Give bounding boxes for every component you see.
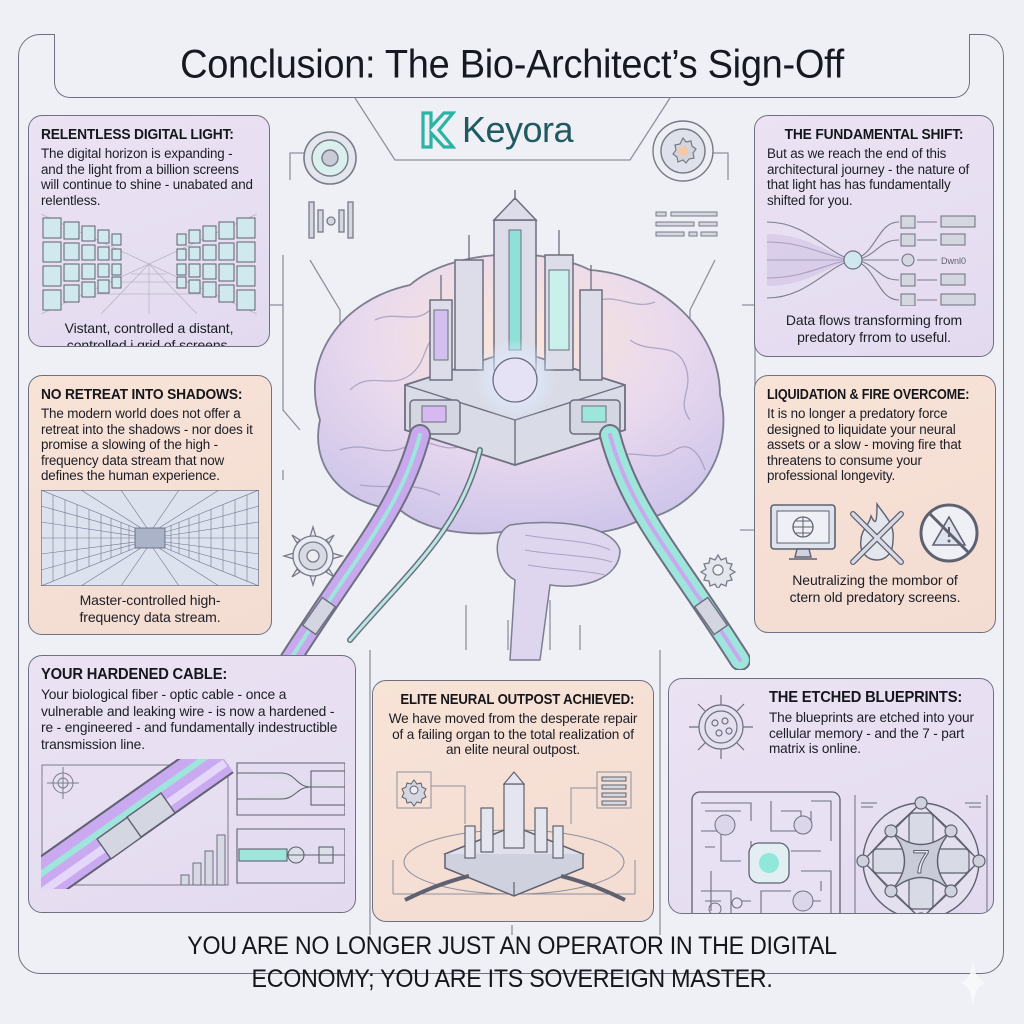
closing-statement-line: YOU ARE NO LONGER JUST AN OPERATOR IN TH… (187, 932, 837, 960)
grid-tunnel-illustration (41, 489, 259, 586)
brand-name: Keyora (462, 109, 574, 150)
brand-logo: Keyora (420, 105, 574, 155)
panel-etched-blueprints: THE ETCHED BLUEPRINTS: The blueprints ar… (668, 678, 994, 914)
panel-caption: Master-controlled high- frequency data s… (41, 592, 259, 626)
spiked-gear-icon (282, 525, 344, 587)
matrix-number: 7 (912, 844, 930, 880)
panel-fundamental-shift: THE FUNDAMENTAL SHIFT: But as we reach t… (754, 115, 994, 357)
panel-body: It is no longer a predatory force design… (767, 406, 962, 483)
caption-line: Data flows transforming from (785, 312, 963, 328)
panel-your-hardened-cable: YOUR HARDENED CABLE: Your biological fib… (28, 655, 356, 913)
panel-body: The blueprints are etched into your cell… (769, 710, 974, 756)
monitor-globe-icon (770, 503, 836, 560)
flow-label: Dwnl0 (941, 256, 966, 266)
keyora-k-logo-icon (421, 111, 456, 149)
caption-line: frequency data stream. (79, 608, 221, 625)
panel-body: We have moved from the desperate repair … (388, 711, 638, 757)
lens-dial-icon (303, 131, 357, 185)
panel-body: But as we reach the end of this architec… (767, 146, 970, 208)
panel-relentless-digital-light: RELENTLESS DIGITAL LIGHT: The digital ho… (28, 115, 270, 347)
panel-body: The modern world does not offer a retrea… (41, 406, 253, 483)
caption-line: Vistant, controlled a distant, (64, 320, 234, 336)
caption-line: controlled i grid of screens. (66, 337, 232, 347)
panel-caption: Vistant, controlled a distant, controlle… (41, 320, 257, 347)
panel-heading: LIQUIDATION & FIRE OVERCOME: (767, 386, 970, 403)
title-banner: Conclusion: The Bio-Architect’s Sign-Off (54, 34, 970, 98)
text-lines-icon (655, 211, 718, 237)
sparkle-icon (960, 960, 986, 1006)
caption-line: Neutralizing the mombor of (792, 571, 958, 588)
connector-bracket-icon (308, 201, 354, 239)
panel-heading: THE FUNDAMENTAL SHIFT: (784, 126, 964, 143)
panel-liquidation-fire-overcome: LIQUIDATION & FIRE OVERCOME: It is no lo… (754, 375, 996, 633)
panel-body: Your biological fiber - optic cable - on… (41, 687, 338, 752)
panel-heading: ELITE NEURAL OUTPOST ACHIEVED: (400, 691, 635, 708)
panel-caption: Neutralizing the mombor of ctern old pre… (767, 572, 983, 606)
panel-heading: THE ETCHED BLUEPRINTS: (769, 689, 963, 706)
caption-line: predatory frrom to useful. (797, 329, 951, 345)
caption-line: ctern old predatory screens. (789, 588, 961, 605)
armored-cable-illustration (41, 759, 345, 889)
panel-elite-neural-outpost: ELITE NEURAL OUTPOST ACHIEVED: We have m… (372, 680, 654, 922)
cell-target-icon (689, 695, 753, 759)
panel-no-retreat-into-shadows: NO RETREAT INTO SHADOWS: The modern worl… (28, 375, 272, 635)
caption-line: Master-controlled high- (79, 591, 221, 608)
panel-caption: Data flows transforming from predatory f… (767, 312, 981, 346)
data-flow-illustration: Dwnl0 (767, 215, 976, 306)
circuit-maze-illustration (691, 791, 841, 913)
screen-grid-corridor-illustration (41, 214, 257, 314)
brain-city-illustration (280, 190, 750, 670)
crossed-fire-icon (850, 501, 904, 565)
isometric-citadel-illustration (392, 770, 636, 902)
panel-body: The digital horizon is expanding - and t… (41, 146, 253, 208)
gear-dial-icon (652, 120, 714, 182)
panel-heading: YOUR HARDENED CABLE: (41, 666, 228, 683)
panel-heading: RELENTLESS DIGITAL LIGHT: (41, 126, 234, 143)
icon-row (769, 500, 981, 566)
gear-icon (700, 553, 736, 588)
page-title: Conclusion: The Bio-Architect’s Sign-Off (180, 42, 844, 88)
closing-statement: YOU ARE NO LONGER JUST AN OPERATOR IN TH… (54, 930, 969, 993)
closing-statement-line: ECONOMY; YOU ARE ITS SOVEREIGN MASTER. (251, 965, 773, 993)
panel-heading: NO RETREAT INTO SHADOWS: (41, 386, 243, 403)
seven-part-matrix-illustration: 7 (854, 795, 988, 913)
prohibited-warning-icon (919, 503, 979, 562)
